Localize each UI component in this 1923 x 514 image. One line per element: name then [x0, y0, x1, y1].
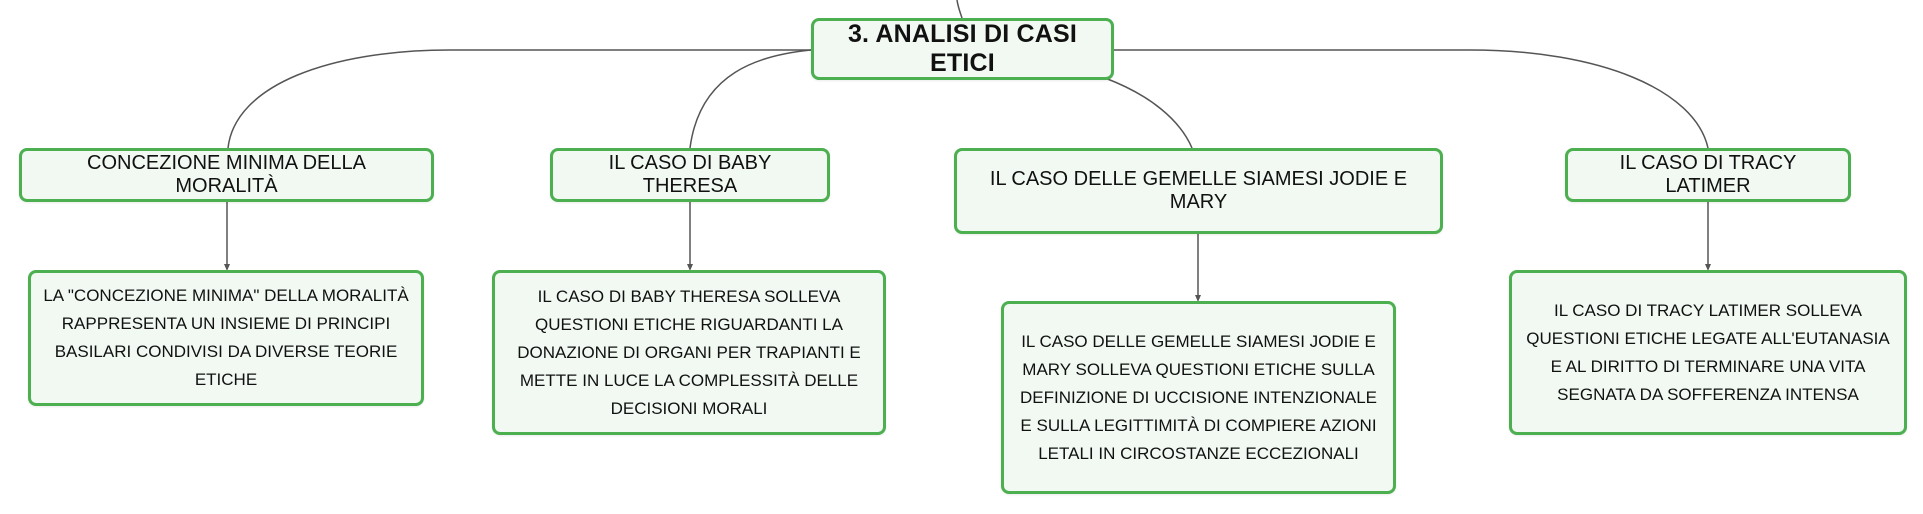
- topic-node-label: IL CASO DI TRACY LATIMER: [1619, 152, 1797, 197]
- description-text: IL CASO DI BABY THERESA SOLLEVA QUESTION…: [517, 286, 861, 418]
- connector-root-to-moralita: [227, 49, 811, 149]
- description-node-tracy-latimer[interactable]: IL CASO DI TRACY LATIMER SOLLEVA QUESTIO…: [1509, 270, 1907, 435]
- description-text: IL CASO DI TRACY LATIMER SOLLEVA QUESTIO…: [1526, 300, 1890, 404]
- description-text: LA "CONCEZIONE MINIMA" DELLA MORALITÀ RA…: [43, 286, 409, 389]
- topic-node-gemelle-siamesi[interactable]: IL CASO DELLE GEMELLE SIAMESI JODIE E MA…: [954, 148, 1443, 234]
- connector-parent-to-root: [956, 0, 963, 19]
- topic-node-label: IL CASO DELLE GEMELLE SIAMESI JODIE E MA…: [989, 168, 1408, 213]
- description-text: IL CASO DELLE GEMELLE SIAMESI JODIE E MA…: [1019, 331, 1378, 463]
- root-node-label: 3. ANALISI DI CASI ETICI: [847, 20, 1078, 77]
- description-node-baby-theresa[interactable]: IL CASO DI BABY THERESA SOLLEVA QUESTION…: [492, 270, 886, 435]
- topic-node-tracy-latimer[interactable]: IL CASO DI TRACY LATIMER: [1565, 148, 1851, 202]
- root-node[interactable]: 3. ANALISI DI CASI ETICI: [811, 18, 1114, 80]
- connector-root-to-tracy: [1114, 49, 1709, 149]
- topic-node-concezione-minima[interactable]: CONCEZIONE MINIMA DELLA MORALITÀ: [19, 148, 434, 202]
- topic-node-baby-theresa[interactable]: IL CASO DI BABY THERESA: [550, 148, 830, 202]
- description-node-gemelle-siamesi[interactable]: IL CASO DELLE GEMELLE SIAMESI JODIE E MA…: [1001, 301, 1396, 494]
- connector-root-to-gemelle: [1104, 77, 1193, 149]
- topic-node-label: IL CASO DI BABY THERESA: [608, 152, 772, 197]
- topic-node-label: CONCEZIONE MINIMA DELLA MORALITÀ: [87, 152, 366, 197]
- connector-root-to-theresa: [689, 49, 812, 149]
- description-node-concezione-minima[interactable]: LA "CONCEZIONE MINIMA" DELLA MORALITÀ RA…: [28, 270, 424, 406]
